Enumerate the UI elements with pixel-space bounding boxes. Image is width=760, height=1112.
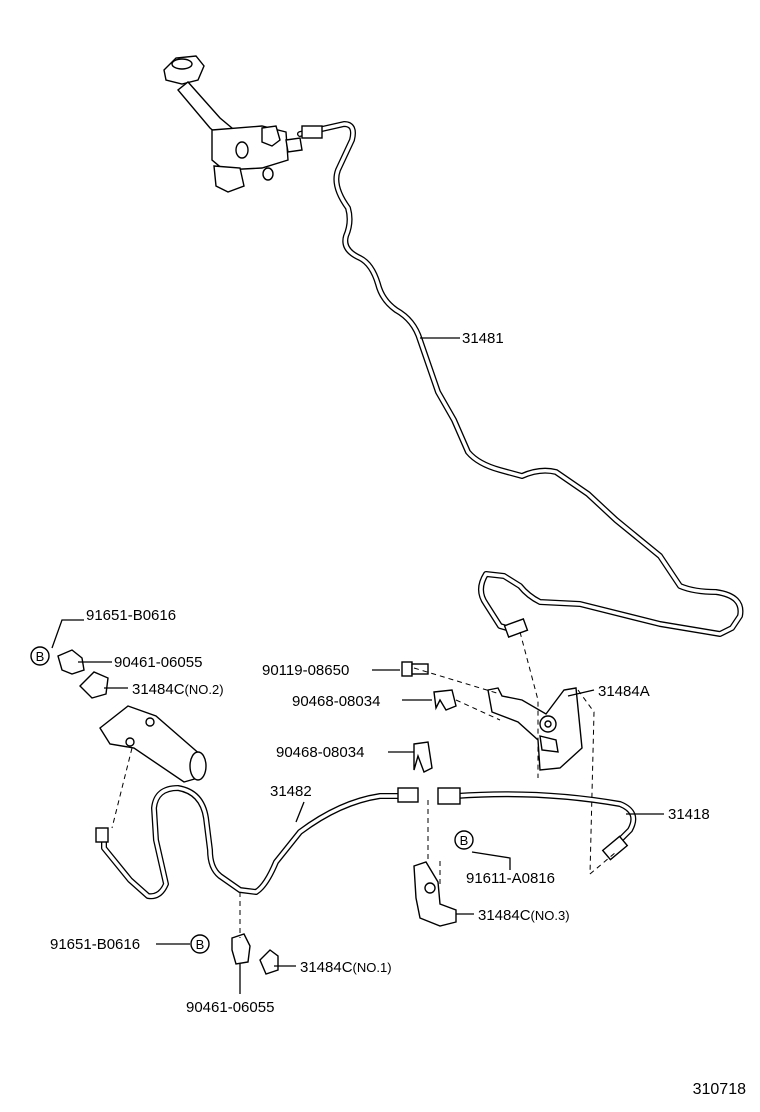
label-31484a: 31484A bbox=[598, 683, 650, 700]
pipe-31481 bbox=[297, 121, 744, 638]
clip-90461-top bbox=[57, 649, 85, 675]
badge-b-top: B bbox=[30, 646, 50, 666]
badge-b-bottom: B bbox=[190, 934, 210, 954]
label-90461-top: 90461-06055 bbox=[114, 654, 202, 671]
label-90119: 90119-08650 bbox=[262, 662, 349, 679]
clutch-master-cylinder bbox=[163, 55, 303, 193]
label-90468-b: 90468-08034 bbox=[276, 744, 364, 761]
label-91651-bottom: 91651-B0616 bbox=[50, 936, 140, 953]
pipe-31482 bbox=[95, 785, 419, 900]
label-31484c-no2: 31484C(NO.2) bbox=[132, 681, 224, 698]
label-31484c-no3: 31484C(NO.3) bbox=[478, 907, 570, 924]
hose-31418 bbox=[437, 787, 637, 861]
label-31481: 31481 bbox=[462, 330, 504, 347]
label-31418: 31418 bbox=[668, 806, 710, 823]
label-90468-a: 90468-08034 bbox=[292, 693, 380, 710]
clamp-31484c-no2 bbox=[79, 671, 109, 699]
clip-90468-a bbox=[433, 689, 457, 711]
clip-90468-b bbox=[413, 741, 433, 773]
bolt-90119 bbox=[401, 661, 429, 677]
release-cylinder bbox=[99, 705, 207, 783]
label-91651-top: 91651-B0616 bbox=[86, 607, 176, 624]
diagram-code: 310718 bbox=[693, 1081, 746, 1098]
label-91611: 91611-A0816 bbox=[466, 870, 555, 887]
badge-b-bottom-text: B bbox=[196, 937, 205, 952]
badge-b-middle-text: B bbox=[460, 833, 469, 848]
bracket-31484a bbox=[487, 687, 583, 771]
leader-lines bbox=[51, 337, 664, 994]
label-31484c-no1: 31484C(NO.1) bbox=[300, 959, 392, 976]
badge-b-middle: B bbox=[454, 830, 474, 850]
label-90461-bottom: 90461-06055 bbox=[186, 999, 274, 1016]
clip-90461-bottom bbox=[231, 933, 251, 965]
assembly-dashed-lines bbox=[111, 631, 617, 938]
label-31482: 31482 bbox=[270, 783, 312, 800]
badge-b-top-text: B bbox=[36, 649, 45, 664]
bracket-31484c-no3 bbox=[413, 861, 457, 927]
clamp-31484c-no1 bbox=[259, 949, 279, 975]
